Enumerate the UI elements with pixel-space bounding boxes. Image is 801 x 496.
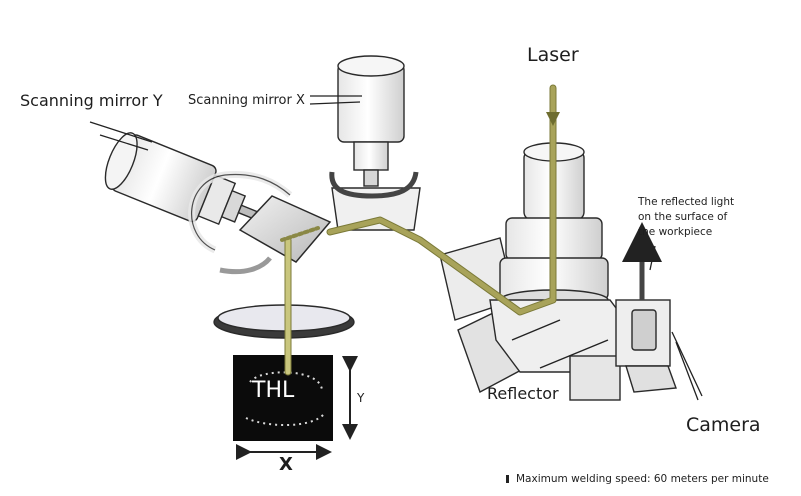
mirror-x-motor [329,55,421,231]
leader-lines [89,95,703,401]
reflected-light-line-2: on the surface of [638,211,728,224]
reflector-lines [511,319,609,369]
laser-beam [280,84,557,376]
mirror-y-plate [238,195,332,263]
camera-label: Camera [686,414,761,436]
weld-path [245,371,325,426]
workpiece [233,355,333,441]
laser-arrow [546,112,560,126]
laser-label: Laser [527,44,579,66]
reflector-label: Reflector [487,384,559,403]
scanning-mirror-y-label: Scanning mirror Y [20,91,163,110]
y-axis-label: Y [357,391,365,405]
mirror-y-motor [104,132,267,226]
reflected-light-line-3: the workpiece [638,226,713,239]
speed-note: Maximum welding speed: 60 meters per min… [506,472,769,487]
mirror-y-rotation-arrow [188,170,293,275]
field-lens [213,304,355,339]
scanning-mirror-x-label: Scanning mirror X [188,93,305,108]
reflected-light-line-1: The reflected light [638,196,735,208]
x-axis-label: X [279,454,293,475]
speed-note-text: Maximum welding speed: 60 meters per min… [516,473,769,485]
thl-label: THL [252,378,295,403]
reflected-light-label: The reflected light on the surface of th… [638,195,734,241]
note-marker [506,475,509,483]
